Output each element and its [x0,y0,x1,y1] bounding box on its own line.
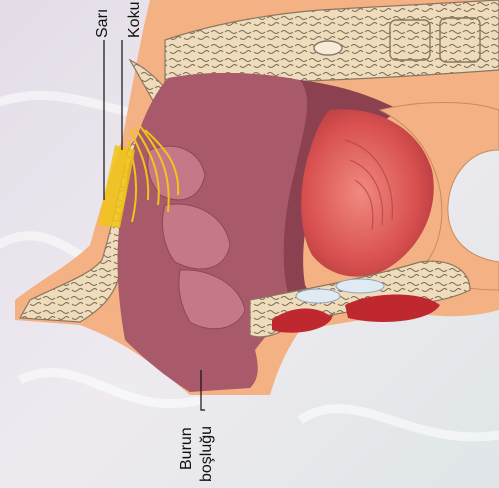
label-sari: Sarı [94,9,112,38]
label-burun: Burun [178,427,196,470]
label-koku: Koku [126,2,144,38]
label-bosluk: boşluğu [198,426,216,482]
